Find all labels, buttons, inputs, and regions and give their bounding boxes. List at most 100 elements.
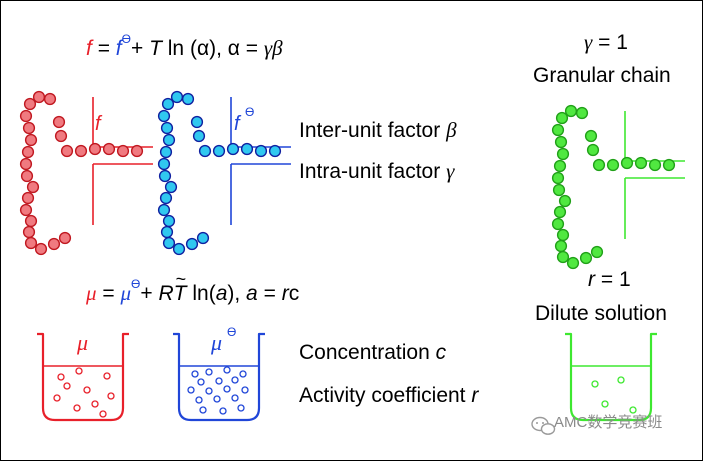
chain-bead <box>32 90 46 104</box>
chain-bead <box>212 144 226 158</box>
mu0-sup: ϴ <box>227 325 237 339</box>
activity-label: Activity coefficient r <box>299 385 478 406</box>
beaker-outline <box>565 332 657 422</box>
eq-plus: + <box>130 37 144 60</box>
solute-particle <box>191 370 199 378</box>
solute-particle <box>75 367 83 375</box>
chain-bead <box>198 144 212 158</box>
chain-bead <box>592 158 606 172</box>
chain-bead <box>172 242 186 256</box>
chain-bead <box>556 250 570 264</box>
eq-equals: = <box>97 37 110 60</box>
top-equation: f = fϴ+ T ln (α), α = γβ <box>86 33 283 60</box>
chain-bead <box>590 245 604 259</box>
solute-particle <box>53 394 61 402</box>
activity-symbol: r <box>471 384 479 407</box>
eq-equals-2: = <box>102 282 115 305</box>
chain-bead <box>102 142 116 156</box>
eq-theta-2: ϴ <box>131 277 141 291</box>
chain-bead <box>58 231 72 245</box>
chain-bead <box>553 205 567 219</box>
solute-particle <box>99 410 107 418</box>
chain-bead <box>158 169 172 183</box>
chain-bead <box>552 183 566 197</box>
solute-particle <box>63 382 71 390</box>
blue-beaker <box>173 332 265 422</box>
solute-particle <box>591 380 599 388</box>
chain-bead <box>586 143 600 157</box>
chain-bead <box>24 236 38 250</box>
chain-bead <box>240 142 254 156</box>
chain-bead <box>88 142 102 156</box>
granular-chain-label: Granular chain <box>533 64 671 87</box>
chain-bead <box>21 191 35 205</box>
chain-bead <box>74 144 88 158</box>
f-label: f <box>95 113 101 135</box>
solute-particle <box>223 366 231 374</box>
chain-bead <box>160 225 174 239</box>
solute-particle <box>215 377 223 385</box>
eq-gamma: γ <box>263 36 273 60</box>
solute-particle <box>237 404 245 412</box>
chain-bead <box>157 203 171 217</box>
eq-a: a <box>215 282 228 305</box>
intra-unit-text: Intra-unit factor <box>299 160 441 183</box>
solute-particle <box>601 400 609 408</box>
solute-particle <box>107 392 115 400</box>
chain-bead <box>551 123 565 137</box>
eq-tilde: ~ <box>175 269 187 289</box>
chain-bead <box>254 144 268 158</box>
mu-label: μ <box>77 330 89 355</box>
gamma-equals-one: γ = 1 <box>584 32 628 54</box>
solute-particle <box>73 404 81 412</box>
eq-ln: ln (α), α = <box>167 37 258 60</box>
chain-bead <box>564 104 578 118</box>
chain-bead <box>556 147 570 161</box>
mu0-label: μ <box>211 330 223 355</box>
r-value: = 1 <box>600 268 631 291</box>
chain-bead <box>116 144 130 158</box>
chain-bead <box>130 144 144 158</box>
solute-particle <box>239 370 247 378</box>
chain-bead <box>22 225 36 239</box>
chain-bead <box>43 92 57 106</box>
solute-particle <box>187 386 195 394</box>
chain-bead <box>19 203 33 217</box>
chain-bead <box>23 97 37 111</box>
solute-particle <box>205 387 213 395</box>
chain-bead <box>566 256 580 270</box>
chain-bead <box>555 111 569 125</box>
chain-bead <box>554 135 568 149</box>
chain-bead <box>22 121 36 135</box>
eq-mu0: μ <box>120 281 132 305</box>
eq-T: T <box>149 37 162 60</box>
chain-bead <box>268 144 282 158</box>
chain-bead <box>554 239 568 253</box>
chain-bead <box>159 145 173 159</box>
dilute-solution-label: Dilute solution <box>535 302 667 325</box>
f0-sup: ϴ <box>245 105 255 119</box>
intra-unit-label: Intra-unit factor γ <box>299 160 454 183</box>
chain-bead <box>634 156 648 170</box>
blue-granular-chain <box>157 90 291 256</box>
chain-bead <box>196 231 210 245</box>
chain-bead <box>558 194 572 208</box>
chain-bead <box>579 251 593 265</box>
chain-bead <box>19 109 33 123</box>
solute-particle <box>231 376 239 384</box>
concentration-text: Concentration <box>299 341 430 364</box>
chain-bead <box>52 115 66 129</box>
eq-r: r <box>281 282 289 305</box>
f0-label: f <box>234 113 240 135</box>
wechat-icon <box>531 416 556 435</box>
chain-bead <box>26 180 40 194</box>
eq-close: ), <box>227 282 241 305</box>
solute-particle <box>629 406 637 414</box>
chain-bead <box>159 191 173 205</box>
chain-bead <box>157 109 171 123</box>
eq-f: f <box>86 37 92 60</box>
solute-particle <box>57 373 65 381</box>
chain-bead <box>662 158 676 172</box>
